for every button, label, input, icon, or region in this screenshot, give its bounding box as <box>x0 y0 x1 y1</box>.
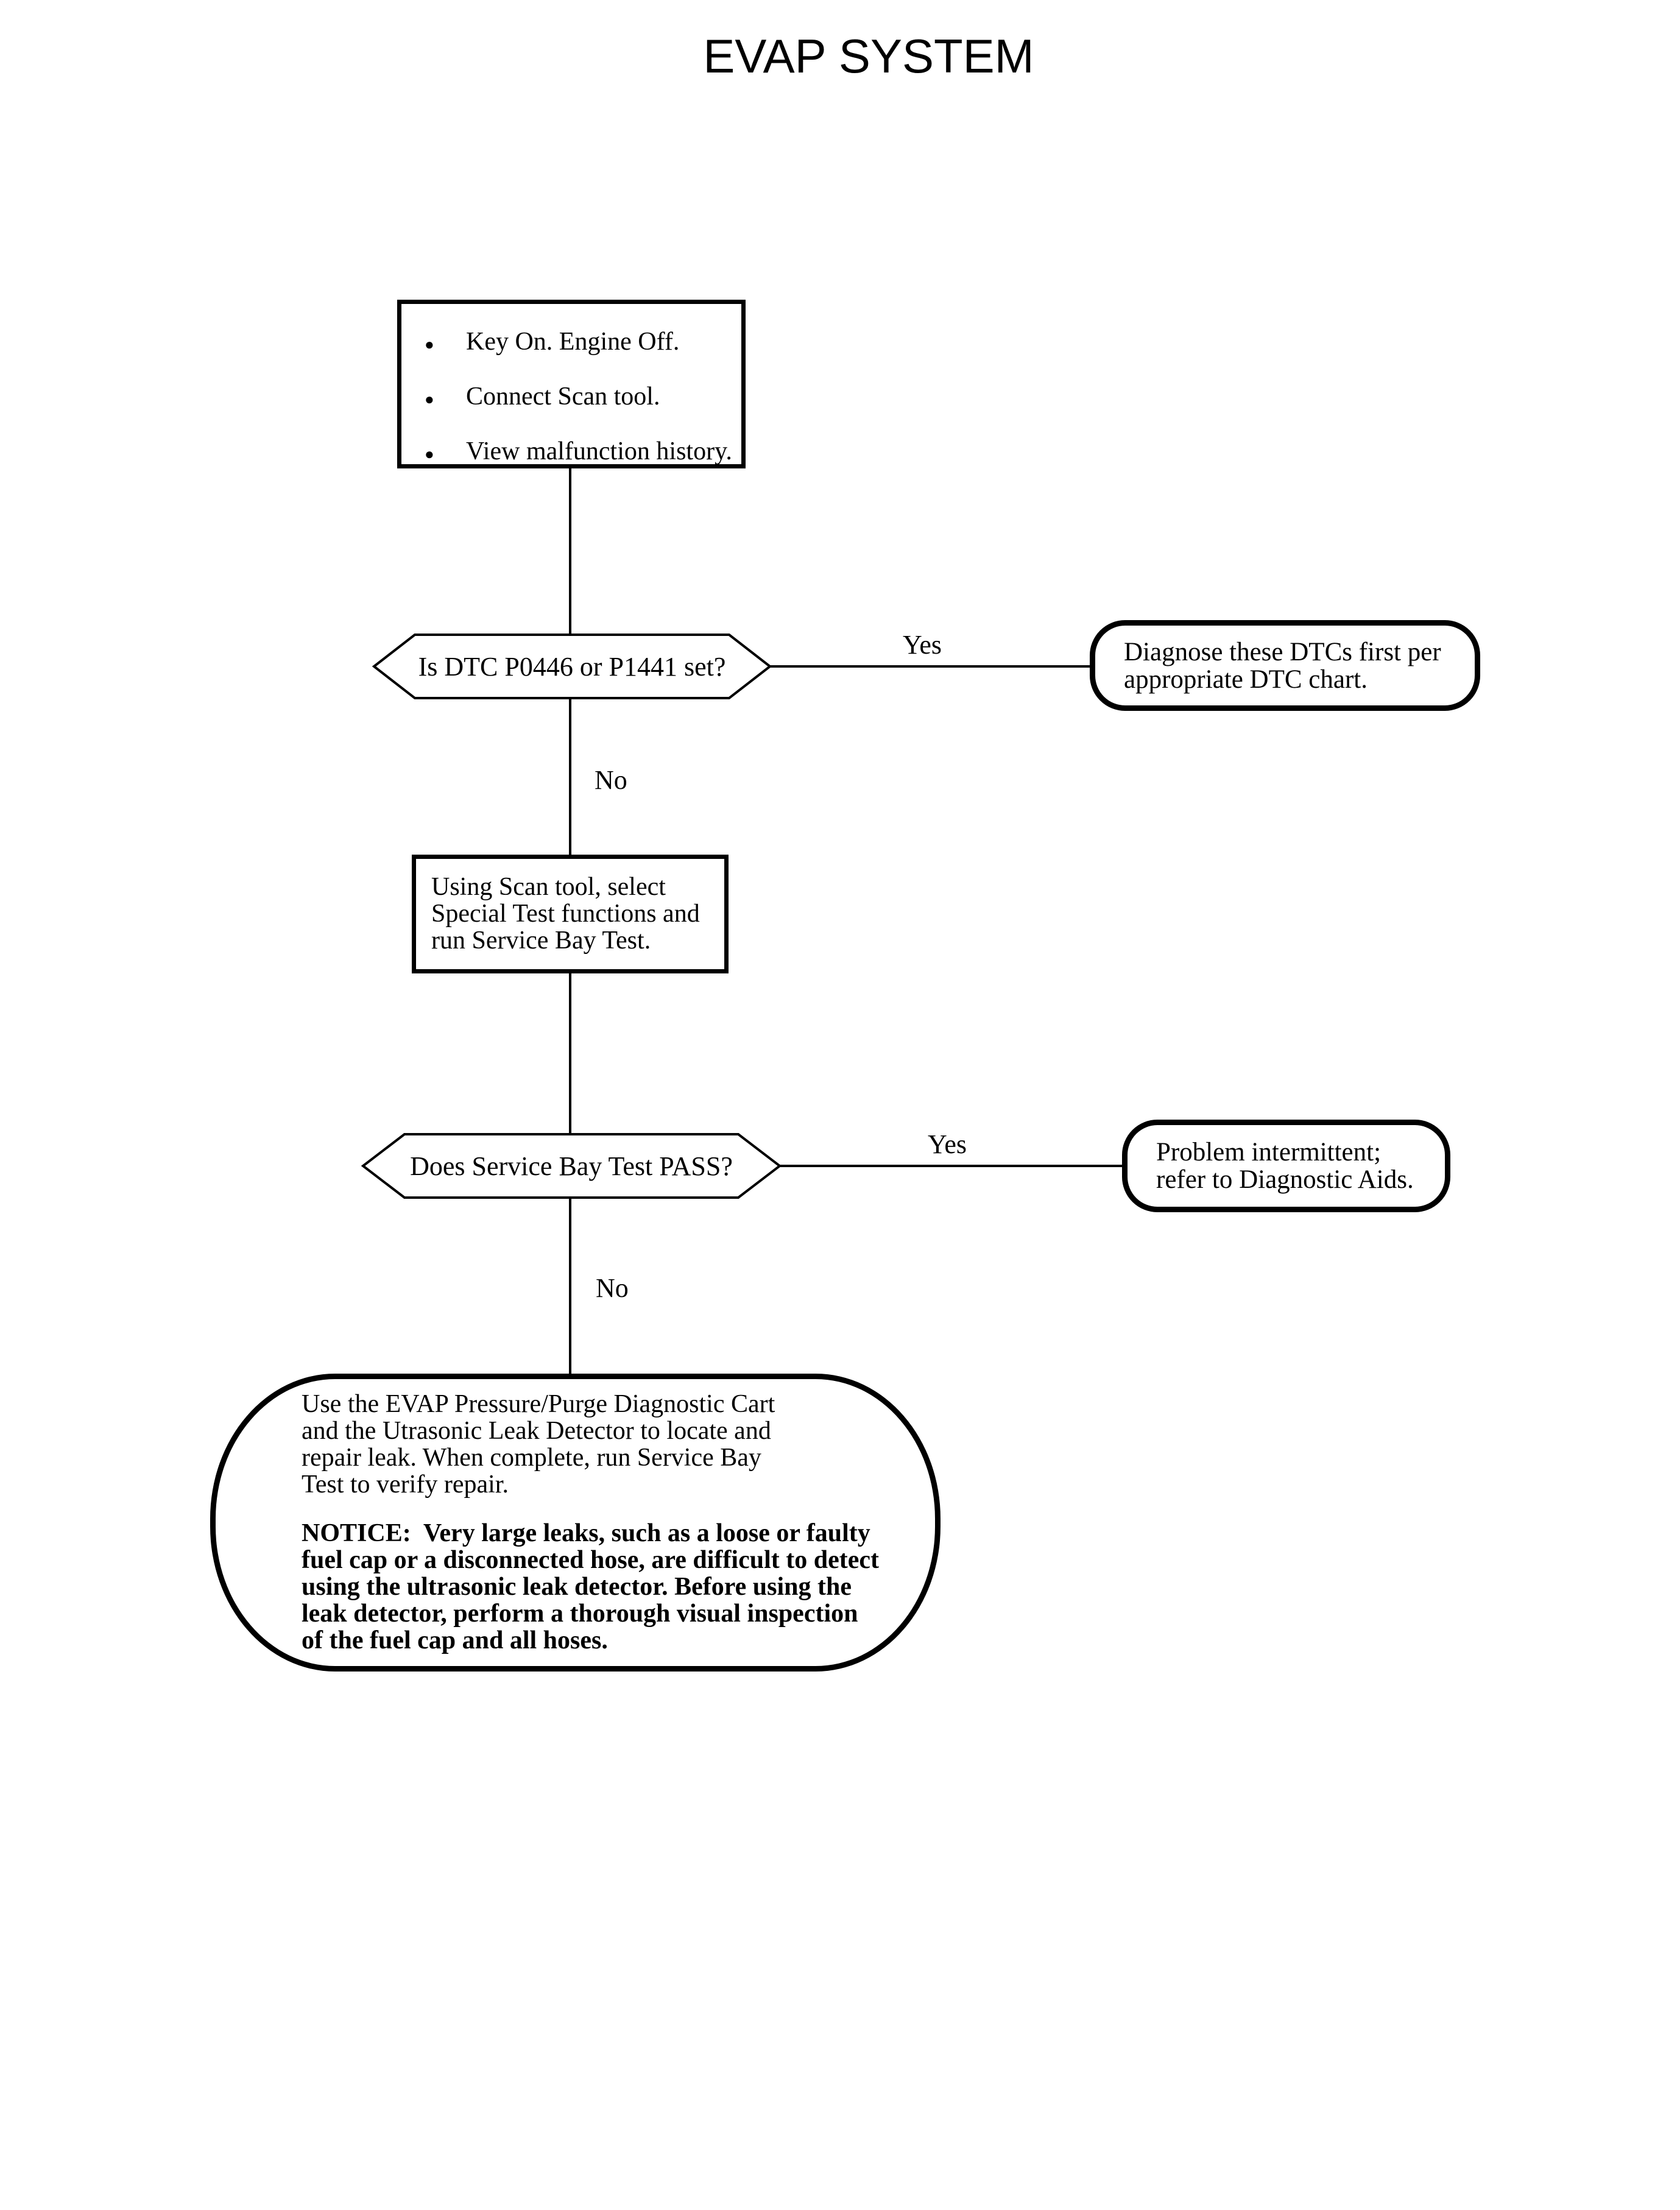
notice-paragraph: NOTICE: Very large leaks, such as a loos… <box>302 1520 923 1654</box>
final-instructions: Use the EVAP Pressure/Purge Diagnostic C… <box>302 1391 923 1498</box>
notice-line-5: of the fuel cap and all hoses. <box>302 1626 608 1654</box>
decision2-yes-label: Yes <box>928 1129 967 1159</box>
bullet-icon: ● <box>425 336 434 353</box>
decision2-no-label: No <box>596 1273 629 1303</box>
notice-line-3: using the ultrasonic leak detector. Befo… <box>302 1573 852 1601</box>
notice-line-2: fuel cap or a disconnected hose, are dif… <box>302 1546 879 1574</box>
start-step-3: View malfunction history. <box>466 437 732 465</box>
decision1-hexagon <box>372 634 772 699</box>
page-title: EVAP SYSTEM <box>703 29 1034 83</box>
decision1-no-label: No <box>595 765 627 795</box>
process1-box: Using Scan tool, select Special Test fun… <box>412 855 729 973</box>
decision1-question: Is DTC P0446 or P1441 set? <box>418 651 726 682</box>
notice-line-1: NOTICE: Very large leaks, such as a loos… <box>302 1519 870 1547</box>
result1-line-1: Diagnose these DTCs first per <box>1124 637 1441 666</box>
result2-line-1: Problem intermittent; <box>1156 1138 1382 1167</box>
result1-terminal: Diagnose these DTCs first per appropriat… <box>1090 620 1480 711</box>
bullet-icon: ● <box>425 390 434 408</box>
final-action-box: Use the EVAP Pressure/Purge Diagnostic C… <box>210 1374 941 1672</box>
start-box: ● Key On. Engine Off. ● Connect Scan too… <box>397 300 746 468</box>
bullet-icon: ● <box>425 445 434 463</box>
result1-line-2: appropriate DTC chart. <box>1124 665 1368 694</box>
list-item: ● Key On. Engine Off. <box>420 328 741 358</box>
final-line-3: repair leak. When complete, run Service … <box>302 1444 761 1472</box>
final-line-1: Use the EVAP Pressure/Purge Diagnostic C… <box>302 1390 775 1418</box>
start-step-1: Key On. Engine Off. <box>466 328 680 356</box>
list-item: ● View malfunction history. <box>420 438 741 468</box>
final-line-2: and the Utrasonic Leak Detector to locat… <box>302 1417 771 1445</box>
process1-line-3: run Service Bay Test. <box>431 927 651 955</box>
list-item: ● Connect Scan tool. <box>420 383 741 413</box>
decision1-yes-label: Yes <box>903 630 942 660</box>
notice-line-4: leak detector, perform a thorough visual… <box>302 1600 858 1628</box>
process1-line-2: Special Test functions and <box>431 900 700 928</box>
process1-line-1: Using Scan tool, select <box>431 873 666 901</box>
decision2-question: Does Service Bay Test PASS? <box>410 1151 733 1181</box>
result2-terminal: Problem intermittent; refer to Diagnosti… <box>1122 1120 1450 1212</box>
result2-line-2: refer to Diagnostic Aids. <box>1156 1165 1414 1194</box>
decision2-hexagon <box>361 1133 782 1199</box>
start-step-2: Connect Scan tool. <box>466 383 660 411</box>
final-line-4: Test to verify repair. <box>302 1470 509 1499</box>
